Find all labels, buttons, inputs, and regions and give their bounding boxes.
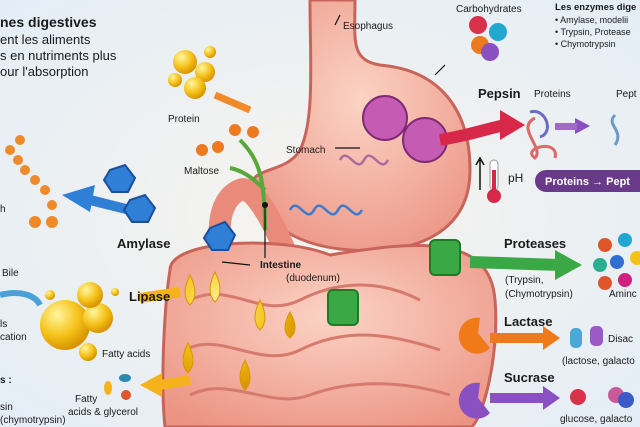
protein-strand bbox=[526, 109, 620, 160]
peptide-arrowhead bbox=[575, 118, 590, 134]
proteins-to-peptides-text: Proteins → Pept bbox=[545, 176, 630, 188]
sucrase-arrowhead bbox=[543, 386, 560, 410]
peptide-arrow bbox=[555, 123, 577, 130]
label-left-partial: s : bbox=[0, 375, 12, 386]
label-left-partial: cation bbox=[0, 332, 27, 343]
label-disaccharides: Disac bbox=[608, 334, 633, 345]
amylase-arrowhead bbox=[62, 185, 95, 212]
side-box-item: • Amylase, modelii bbox=[555, 15, 628, 25]
protease-enzymes bbox=[327, 239, 461, 326]
side-box-title: Les enzymes dige bbox=[555, 2, 636, 13]
label-peptides: Pept bbox=[616, 89, 637, 100]
label-starch-partial: h bbox=[0, 204, 6, 215]
lactase-arrowhead bbox=[543, 326, 560, 350]
label-bile: Bile bbox=[2, 268, 19, 279]
intestine-leader bbox=[221, 205, 266, 266]
pepsin-enzyme bbox=[362, 95, 448, 163]
lactase-enzyme bbox=[458, 317, 490, 354]
label-amylase: Amylase bbox=[117, 236, 170, 251]
fat-droplets bbox=[40, 270, 296, 391]
protein-spiral bbox=[288, 204, 364, 216]
lipase-arrow bbox=[139, 287, 181, 303]
carbohydrate-molecules bbox=[469, 16, 507, 61]
intro-title: nes digestives bbox=[0, 14, 97, 30]
bile-arrow bbox=[0, 290, 43, 307]
amino-acids bbox=[593, 233, 640, 290]
sucrase-enzyme bbox=[458, 382, 490, 419]
protein-cluster bbox=[168, 46, 216, 99]
maltose-molecules bbox=[196, 124, 259, 156]
protein-spiral bbox=[338, 154, 390, 166]
label-fatty: Fatty bbox=[75, 394, 97, 405]
leader-lines bbox=[334, 14, 446, 149]
amylase-enzyme bbox=[102, 163, 237, 251]
label-esophagus: Esophagus bbox=[343, 21, 393, 32]
fatty-acid-arrow bbox=[159, 375, 191, 390]
label-proteases-sub: (Chymotrypsin) bbox=[505, 289, 573, 300]
intestine-pointer bbox=[262, 202, 268, 208]
starch-chain bbox=[5, 135, 58, 228]
label-proteases: Proteases bbox=[504, 236, 566, 251]
label-proteins: Proteins bbox=[534, 89, 571, 100]
disaccharide bbox=[570, 326, 603, 348]
label-acids-glycerol: acids & glycerol bbox=[68, 407, 138, 418]
intro-line: our l'absorption bbox=[0, 64, 88, 79]
protein-arrow bbox=[213, 91, 252, 114]
label-lactase-sub: (lactose, galacto bbox=[562, 356, 635, 367]
protease-arrowhead bbox=[555, 250, 582, 280]
intro-line: s en nutriments plus bbox=[0, 48, 117, 63]
label-carbohydrates: Carbohydrates bbox=[456, 4, 522, 15]
label-proteases-sub: (Trypsin, bbox=[505, 275, 544, 286]
label-protein: Protein bbox=[168, 114, 200, 125]
side-box-item: • Chymotrypsin bbox=[555, 39, 616, 49]
label-sucrase-sub: glucose, galacto bbox=[560, 414, 633, 425]
label-lipase: Lipase bbox=[129, 289, 170, 304]
pepsin-arrowhead bbox=[500, 110, 525, 140]
intro-line: ent les aliments bbox=[0, 32, 91, 47]
monosaccharides bbox=[570, 387, 634, 408]
label-stomach: Stomach bbox=[286, 145, 325, 156]
label-left-partial: sin bbox=[0, 402, 13, 413]
label-fatty-acids: Fatty acids bbox=[102, 349, 150, 360]
label-maltose: Maltose bbox=[184, 166, 219, 177]
thermometer-icon bbox=[475, 156, 501, 203]
label-left-partial: (chymotrypsin) bbox=[0, 415, 66, 426]
side-box-item: • Trypsin, Protease bbox=[555, 27, 631, 37]
label-lactase: Lactase bbox=[504, 314, 552, 329]
label-ph: pH bbox=[508, 171, 523, 185]
label-duodenum: (duodenum) bbox=[286, 273, 340, 284]
label-sucrase: Sucrase bbox=[504, 370, 555, 385]
protease-arrow bbox=[469, 256, 561, 271]
label-amino: Aminc bbox=[609, 289, 637, 300]
fatty-acid-arrowhead bbox=[140, 373, 162, 397]
proteins-to-peptides-pill bbox=[535, 170, 640, 192]
label-left-partial: ls bbox=[0, 319, 7, 330]
glycerol-molecules bbox=[104, 374, 131, 400]
label-intestine: Intestine bbox=[260, 260, 302, 271]
label-pepsin: Pepsin bbox=[478, 86, 521, 101]
